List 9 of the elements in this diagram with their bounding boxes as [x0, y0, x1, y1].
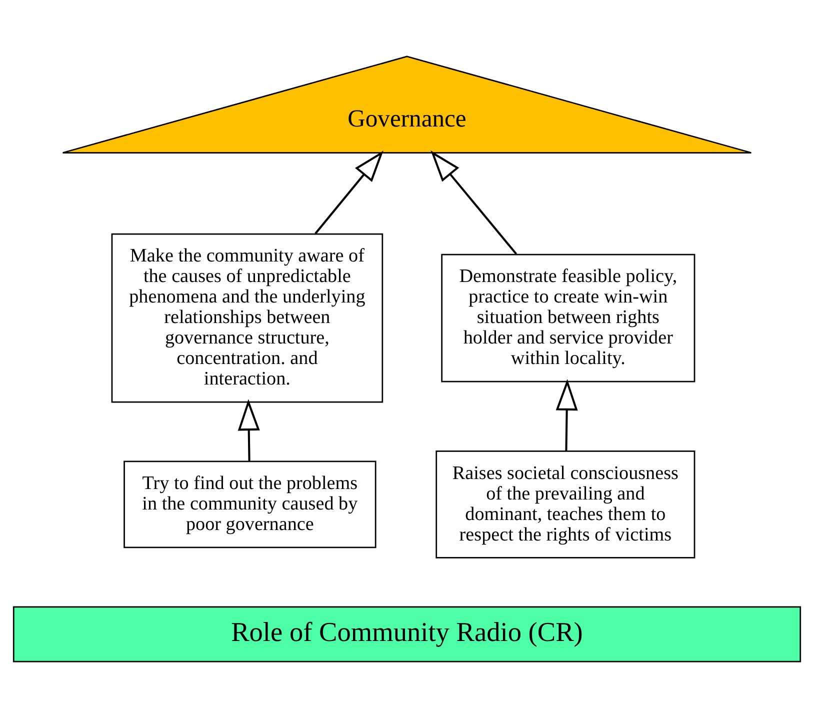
node-box: Raises societal consciousness of the prevailing and dominant, teaches them to respect the rights of victims — [436, 450, 696, 558]
arrow — [314, 150, 384, 234]
node-box: Try to find out the problems in the community caused by poor governance — [124, 460, 376, 548]
arrow — [430, 150, 518, 255]
node-box: Demonstrate feasible policy, practice to create win-win situation between rights holder and service provider within locality. — [441, 254, 696, 382]
node-box: Make the community aware of the causes of unpredictable phenomena and the underlying relationships between governance structure, concentration. and interaction. — [111, 233, 384, 403]
arrow — [556, 379, 578, 451]
arrow — [238, 399, 260, 462]
node-box: Role of Community Radio (CR) — [12, 606, 802, 662]
